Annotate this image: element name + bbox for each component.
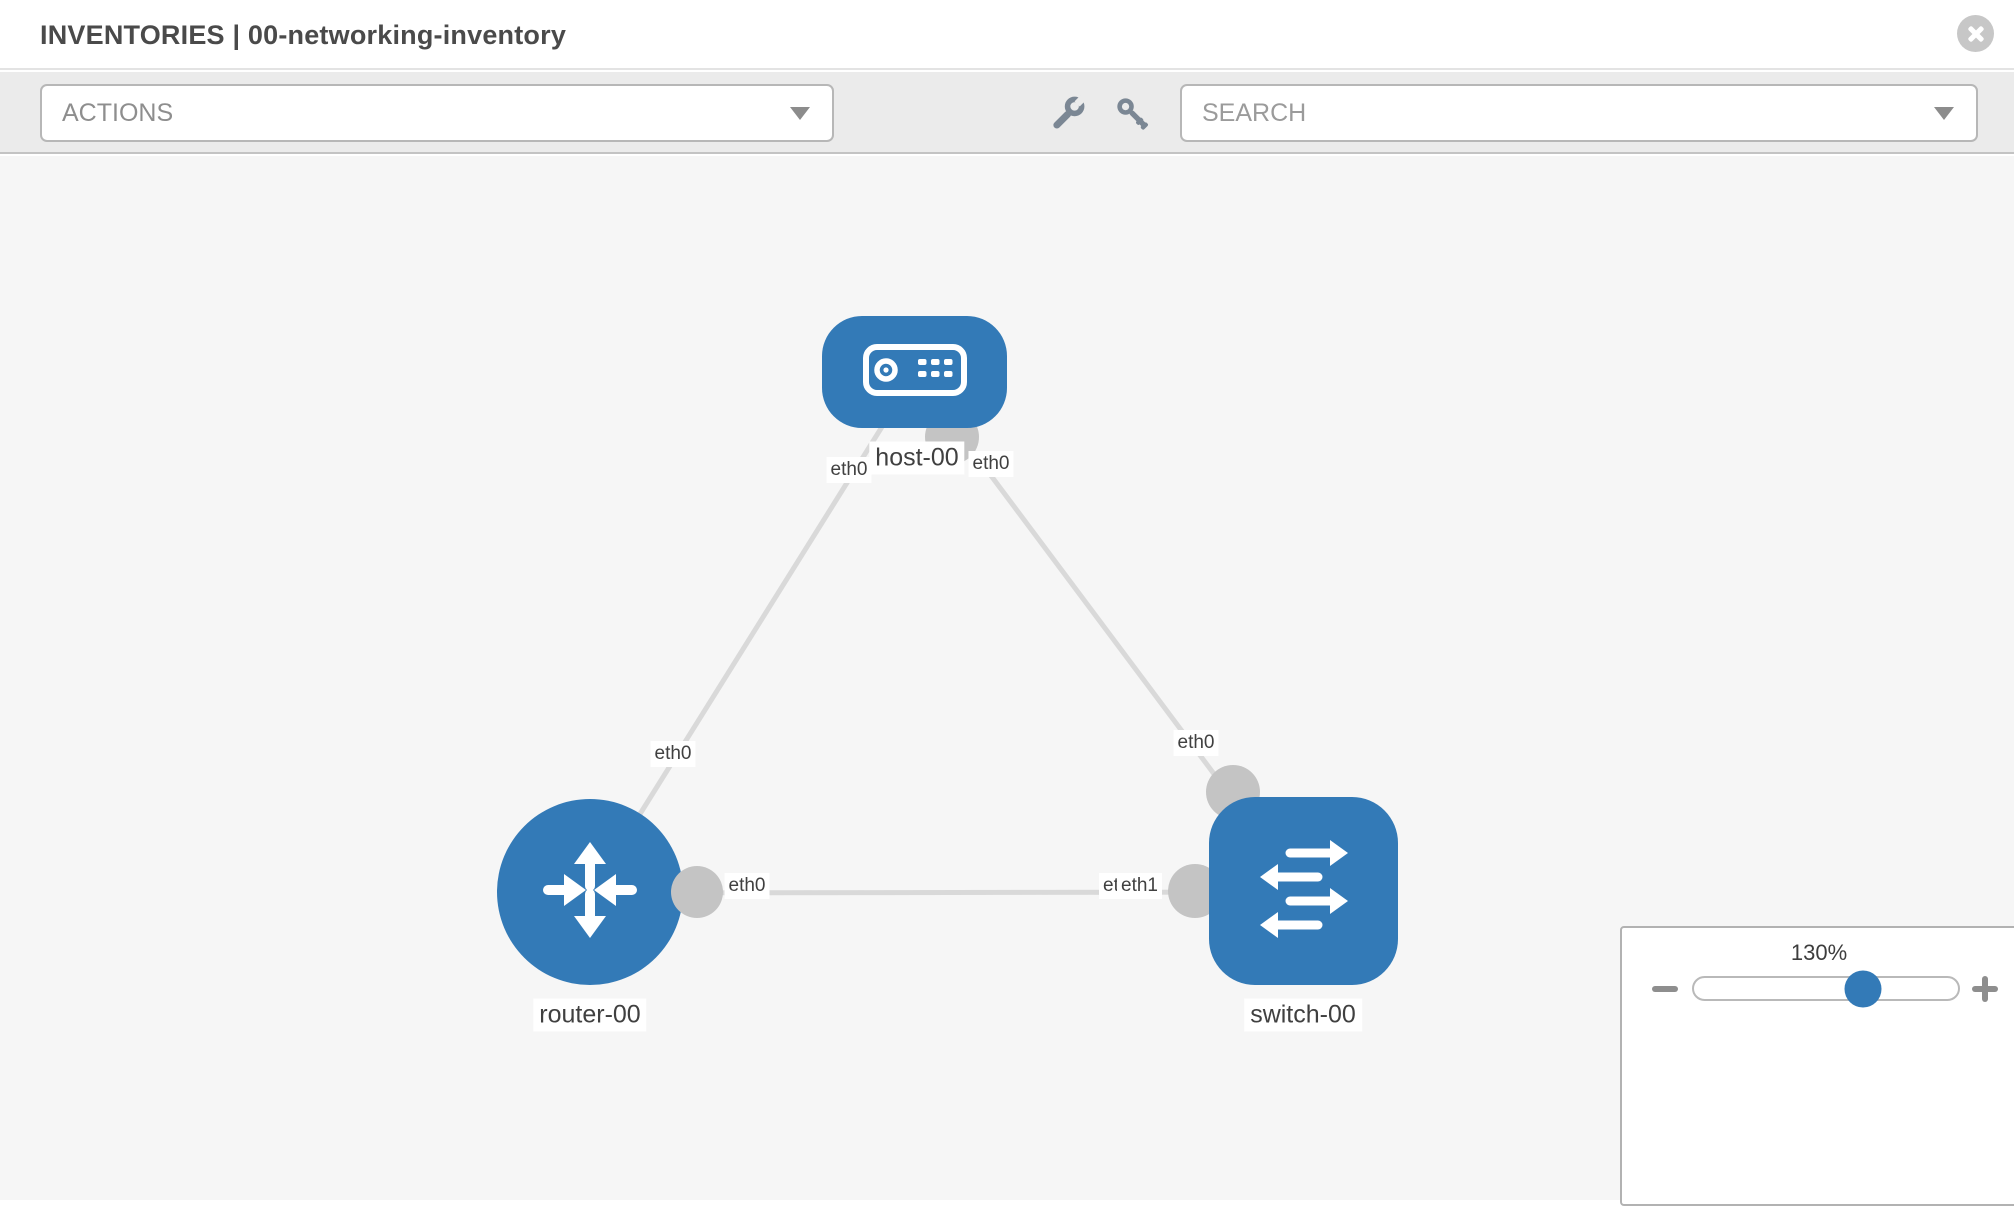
if-label-switch-to-host: eth0 [1173, 730, 1219, 756]
node-router-00[interactable] [497, 799, 683, 985]
key-icon [1114, 98, 1152, 136]
zoom-slider-track[interactable] [1692, 970, 1960, 1007]
router-arrows-icon [534, 834, 646, 951]
node-label-host: host-00 [869, 441, 965, 475]
node-switch-00[interactable] [1209, 797, 1398, 985]
search-dropdown[interactable]: SEARCH [1180, 84, 1978, 142]
node-label-router: router-00 [533, 998, 647, 1032]
node-label-switch: switch-00 [1244, 998, 1362, 1032]
wrench-icon [1048, 93, 1088, 136]
if-label-switch-to-router: eth1 [1117, 873, 1162, 899]
host-device-icon [862, 343, 967, 401]
header: INVENTORIES | 00-networking-inventory [0, 0, 2014, 70]
actions-dropdown-label: ACTIONS [62, 99, 174, 127]
close-button[interactable] [1957, 15, 1994, 52]
switch-arrows-icon [1243, 828, 1365, 955]
if-label-router-to-host: eth0 [650, 741, 696, 767]
chevron-down-icon [1934, 107, 1954, 120]
zoom-control-panel: 130% [1620, 926, 2014, 1206]
connector-dot-router [671, 866, 723, 918]
toolbar: ACTIONS [0, 72, 2014, 154]
zoom-slider-thumb[interactable] [1844, 970, 1882, 1007]
zoom-out-button[interactable] [1648, 972, 1682, 1006]
if-label-host-to-router: eth0 [826, 457, 872, 483]
key-button[interactable] [1114, 95, 1152, 133]
if-label-host-to-switch: eth0 [968, 451, 1014, 477]
node-host-00[interactable] [822, 316, 1007, 428]
wrench-button[interactable] [1048, 93, 1088, 136]
actions-dropdown[interactable]: ACTIONS [40, 84, 834, 142]
if-label-router-to-switch: eth0 [724, 873, 770, 899]
chevron-down-icon [790, 107, 810, 120]
search-placeholder: SEARCH [1202, 99, 1307, 127]
zoom-level-value: 130% [1790, 940, 1848, 965]
zoom-in-button[interactable] [1968, 972, 2002, 1006]
page-title: INVENTORIES | 00-networking-inventory [40, 20, 567, 50]
